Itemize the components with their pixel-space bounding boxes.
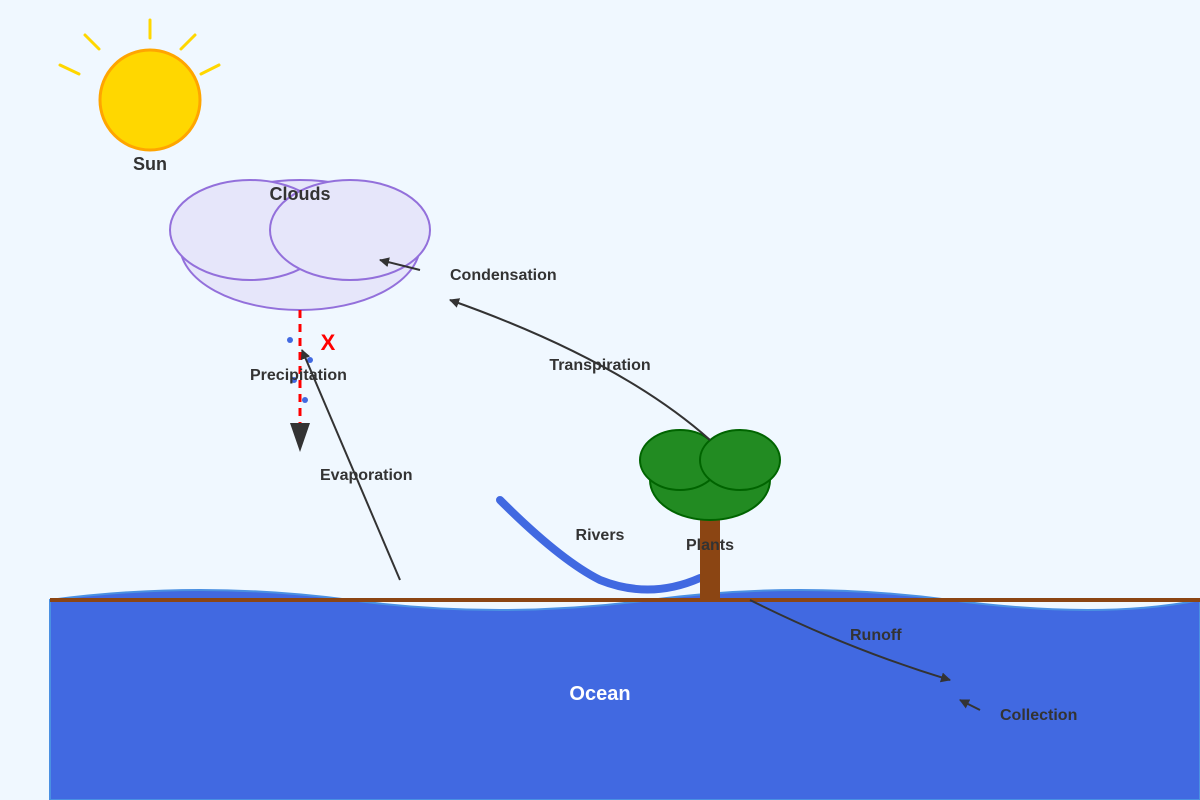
river-path — [496, 496, 704, 594]
plants-label: Plants — [686, 537, 734, 554]
sun-icon — [58, 18, 221, 152]
tree-icon — [639, 429, 781, 600]
collection-label: Collection — [1000, 707, 1077, 724]
collection-arrow — [959, 699, 981, 711]
evaporation-label: Evaporation — [320, 467, 412, 484]
precipitation-arrowhead — [290, 423, 310, 452]
sun-label: Sun — [133, 154, 167, 174]
condensation-label: Condensation — [450, 267, 557, 284]
error-mark: X — [321, 330, 336, 355]
runoff-arrow — [749, 599, 951, 683]
rivers-label: Rivers — [576, 527, 625, 544]
runoff-label: Runoff — [850, 627, 902, 644]
ocean-shape — [49, 589, 1200, 800]
condensation-arrow — [379, 257, 421, 271]
transpiration-arrow — [449, 298, 711, 441]
transpiration-label: Transpiration — [549, 357, 650, 374]
clouds-label: Clouds — [270, 184, 331, 204]
ocean-label: Ocean — [569, 683, 630, 705]
cloud-icon — [169, 179, 431, 311]
precipitation-label: Precipitation — [250, 367, 347, 384]
evaporation-arrow — [300, 349, 401, 581]
